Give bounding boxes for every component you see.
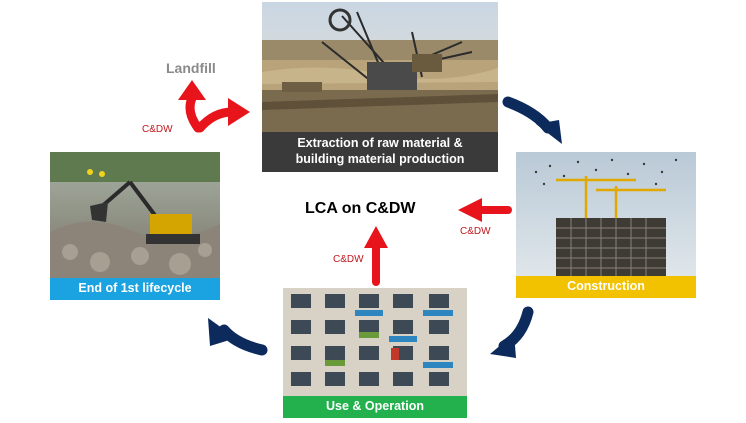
cycle-arrow-bottom-right [490, 306, 534, 358]
end-of-life-photo [50, 152, 220, 278]
use-photo [283, 288, 467, 396]
use-caption: Use & Operation [283, 396, 467, 418]
cycle-arrow-bottom-left [208, 318, 268, 356]
extraction-caption: Extraction of raw material & building ma… [262, 132, 498, 172]
extraction-photo [262, 2, 498, 132]
red-arrow-from-use [364, 226, 388, 286]
red-arrow-to-landfill [178, 80, 206, 133]
end-of-life-caption: End of 1st lifecycle [50, 278, 220, 300]
cycle-arrow-top-right [502, 96, 562, 144]
cdw-label-landfill: C&DW [142, 124, 173, 135]
landfill-label: Landfill [166, 60, 216, 76]
construction-photo [516, 152, 696, 276]
red-arrow-from-construction [458, 198, 512, 222]
extraction-caption-line2: building material production [295, 152, 465, 166]
cdw-label-use: C&DW [333, 254, 364, 265]
construction-caption: Construction [516, 276, 696, 298]
cdw-label-construction: C&DW [460, 226, 491, 237]
extraction-caption-line1: Extraction of raw material & [297, 136, 463, 151]
red-arrow-to-extraction [195, 98, 250, 133]
center-title: LCA on C&DW [305, 200, 416, 217]
